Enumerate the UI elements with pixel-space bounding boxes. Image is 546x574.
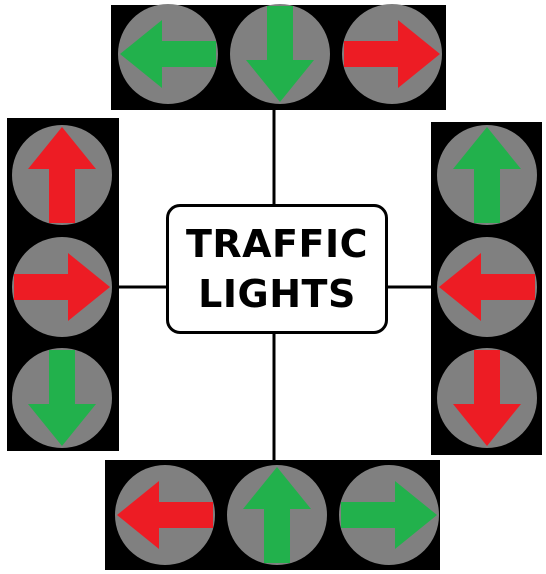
arrow-right-icon — [344, 20, 440, 88]
title-line-2: LIGHTS — [198, 272, 356, 316]
signal-top — [111, 4, 446, 110]
arrow-down-icon — [453, 350, 521, 446]
arrow-up-icon — [28, 127, 96, 223]
arrow-right-icon — [14, 253, 110, 321]
arrow-down-icon — [246, 6, 314, 102]
signal-bottom — [105, 460, 440, 570]
connectors — [118, 110, 434, 462]
arrow-down-icon — [28, 350, 96, 446]
signal-left — [7, 118, 119, 451]
arrow-up-icon — [243, 467, 311, 563]
arrow-up-icon — [453, 127, 521, 223]
arrow-left-icon — [117, 481, 213, 549]
title-box: TRAFFIC LIGHTS — [166, 204, 388, 334]
arrow-left-icon — [120, 20, 216, 88]
arrow-left-icon — [439, 253, 535, 321]
arrow-right-icon — [341, 481, 437, 549]
title-line-1: TRAFFIC — [185, 222, 369, 266]
signals — [7, 4, 542, 570]
signal-right — [431, 122, 542, 455]
